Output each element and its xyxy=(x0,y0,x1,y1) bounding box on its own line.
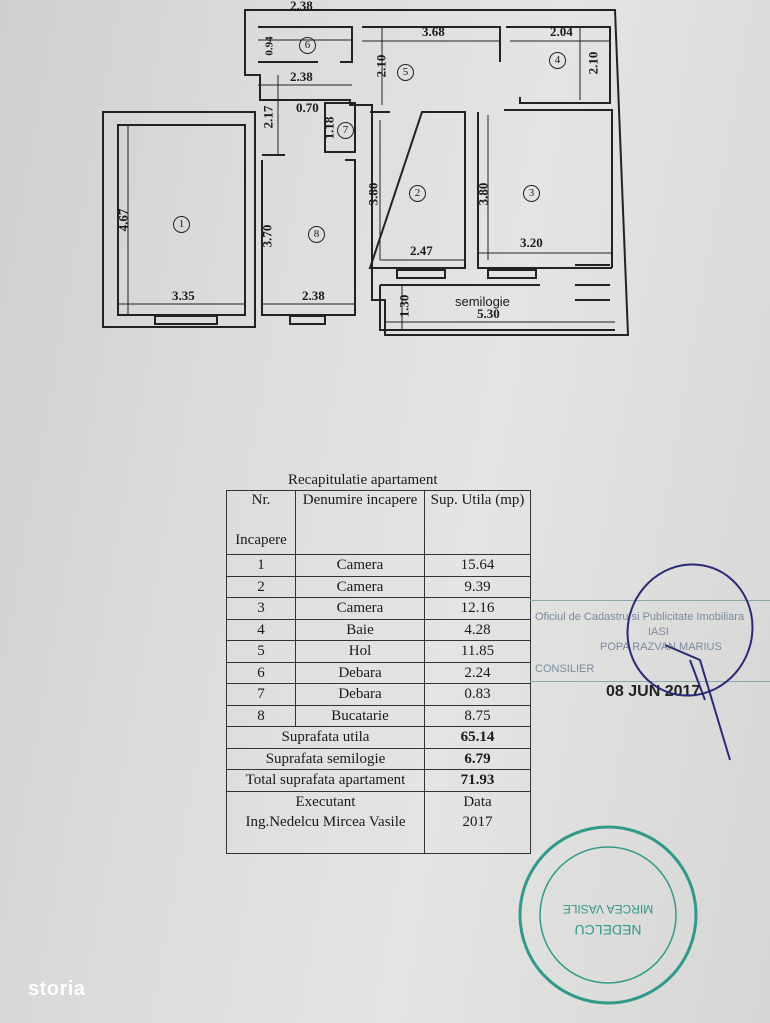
summary-label: Total suprafata apartament xyxy=(226,769,425,792)
dim-label: 3.35 xyxy=(172,288,195,303)
room-number: 1 xyxy=(173,216,190,233)
room-number: 5 xyxy=(397,64,414,81)
dim-label: 3.20 xyxy=(520,235,543,250)
executant-label: Executant xyxy=(295,793,356,810)
room-number: 2 xyxy=(409,185,426,202)
cell-area: 11.85 xyxy=(424,640,531,663)
stamp-line: Oficiul de Cadastru si Publicitate Imobi… xyxy=(535,611,745,623)
dim-label: 2.38 xyxy=(290,0,313,13)
dim-label: 5.30 xyxy=(477,306,500,321)
table-title: Recapitulatie apartament xyxy=(288,472,438,488)
semilogie-label: semilogie xyxy=(455,294,510,309)
summary-value: 65.14 xyxy=(424,726,531,749)
cell-area: 15.64 xyxy=(424,554,531,577)
header-area: Sup. Utila (mp) xyxy=(424,490,531,555)
header-incapere: Incapere xyxy=(235,532,287,548)
dim-label: 2.04 xyxy=(550,24,573,39)
storia-logo: storia xyxy=(28,978,86,1000)
cell-area: 0.83 xyxy=(424,683,531,706)
signature-stroke xyxy=(664,644,731,761)
signature-loop xyxy=(626,563,754,697)
round-stamp-icon: NEDELCU MIRCEA VASILE xyxy=(518,825,698,1005)
dim-label: 0.70 xyxy=(296,100,319,115)
cell-name: Hol xyxy=(295,640,425,663)
cell-area: 8.75 xyxy=(424,704,531,727)
cell-area: 9.39 xyxy=(424,575,531,598)
dim-label: 3.68 xyxy=(422,24,445,39)
stamp-line: CONSILIER xyxy=(535,663,595,675)
header-nr: Nr. xyxy=(251,492,271,508)
cell-name: Camera xyxy=(295,554,425,577)
data-value: 2017 xyxy=(462,813,493,830)
dim-label: 2.47 xyxy=(410,243,433,258)
executant-name: Ing.Nedelcu Mircea Vasile xyxy=(245,813,406,830)
dim-label: 2.38 xyxy=(302,288,325,303)
cell-area: 12.16 xyxy=(424,597,531,620)
svg-text:MIRCEA VASILE: MIRCEA VASILE xyxy=(563,902,653,916)
room-number: 6 xyxy=(299,37,316,54)
area-summary-table: Nr. Incapere Denumire incapere Sup. Utila… xyxy=(226,490,531,854)
header-name: Denumire incapere xyxy=(295,490,425,555)
room-number: 7 xyxy=(337,122,354,139)
svg-text:NEDELCU: NEDELCU xyxy=(575,922,642,938)
summary-label: Suprafata semilogie xyxy=(226,747,425,770)
cell-name: Bucatarie xyxy=(295,704,425,727)
stamp-date: 08 JUN 2017 xyxy=(606,683,701,700)
dim-label: 2.38 xyxy=(290,69,313,84)
room-number: 3 xyxy=(523,185,540,202)
room-number: 8 xyxy=(308,226,325,243)
stamp-line: IASI xyxy=(648,626,669,638)
data-label: Data xyxy=(463,793,492,810)
office-stamp: Oficiul de Cadastru si Publicitate Imobi… xyxy=(530,600,770,682)
room-number: 4 xyxy=(549,52,566,69)
cell-name: Debara xyxy=(295,661,425,684)
summary-label: Suprafata utila xyxy=(226,726,425,749)
